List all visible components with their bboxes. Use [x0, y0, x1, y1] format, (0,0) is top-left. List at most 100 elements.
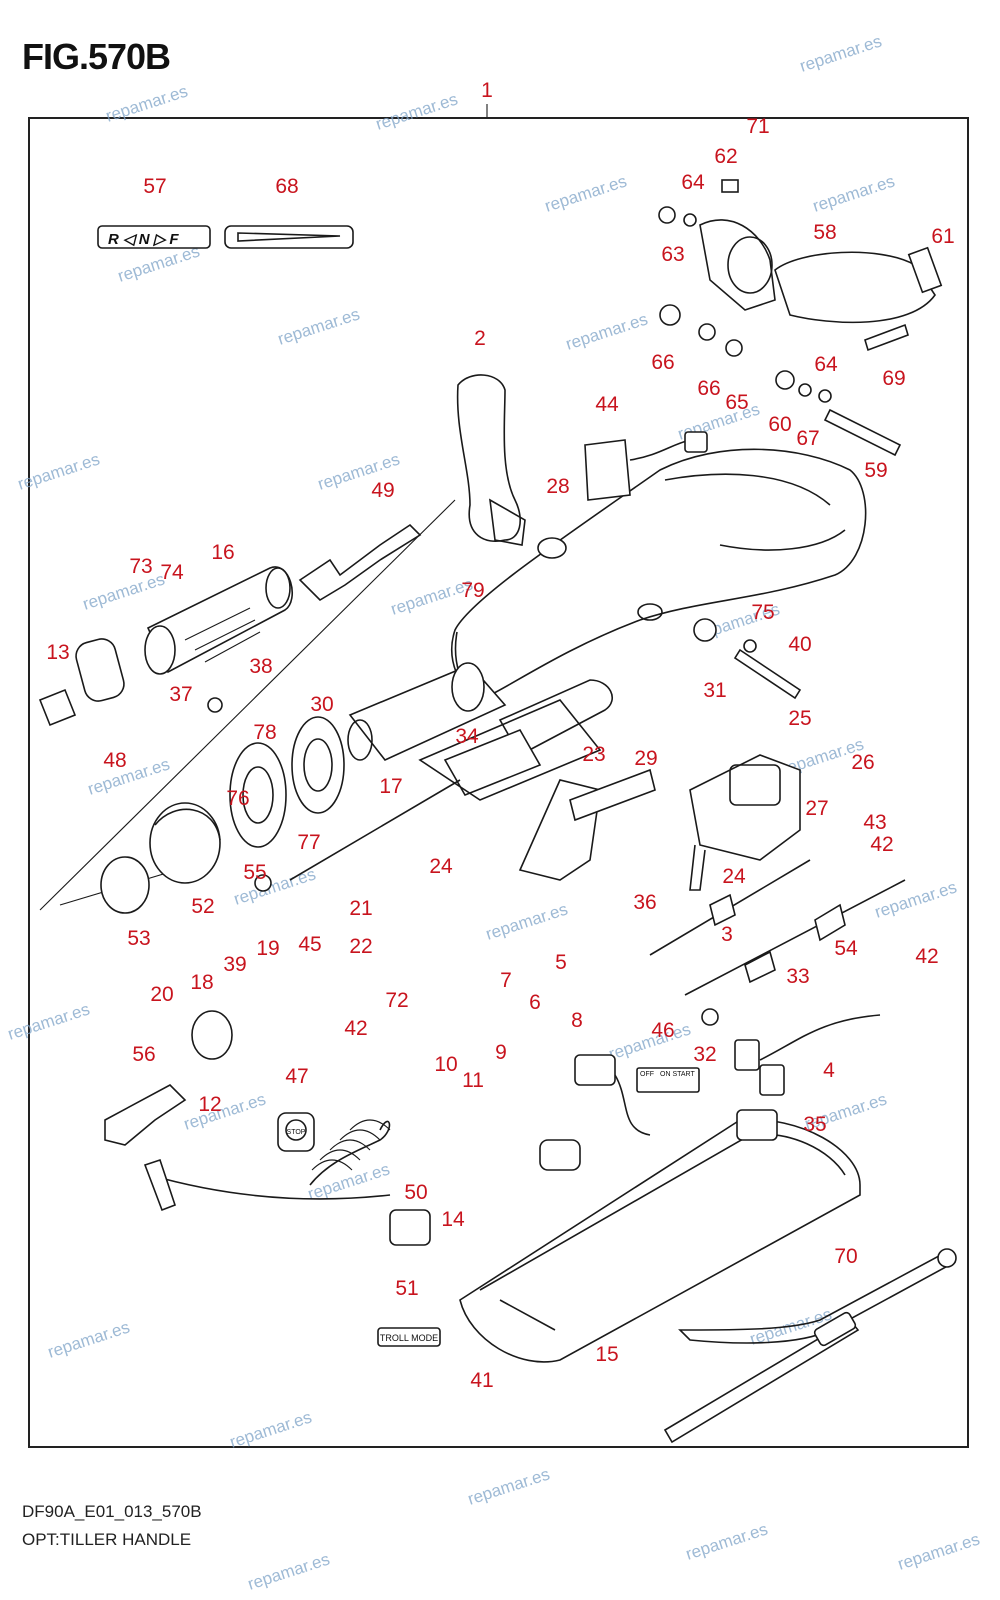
callout-23: 23: [582, 743, 605, 766]
callout-12: 12: [198, 1093, 221, 1116]
callout-15: 15: [595, 1343, 618, 1366]
callout-29: 29: [634, 747, 657, 770]
main-switch: [574, 1054, 651, 1136]
callout-64: 64: [814, 353, 838, 376]
decals-top: [97, 225, 354, 249]
stop-button-label: STOP: [287, 1129, 306, 1136]
drawing-caption: OPT:TILLER HANDLE: [22, 1530, 192, 1549]
callout-72: 72: [385, 989, 408, 1012]
watermark: repamar.es: [542, 171, 629, 215]
callout-35: 35: [803, 1113, 826, 1136]
callout-53: 53: [127, 927, 150, 950]
callout-67: 67: [796, 427, 819, 450]
callout-42: 42: [344, 1017, 367, 1040]
callout-2: 2: [474, 327, 486, 350]
callout-54: 54: [834, 937, 858, 960]
clip-49: [298, 523, 422, 602]
ignition-switch-12: [191, 1010, 233, 1060]
steering-friction-bar: [663, 1248, 957, 1444]
callout-37: 37: [169, 683, 192, 706]
callout-56: 56: [132, 1043, 155, 1066]
watermark: repamar.es: [872, 877, 959, 921]
watermark: repamar.es: [606, 1019, 693, 1063]
callout-52: 52: [191, 895, 214, 918]
callout-21: 21: [349, 897, 372, 920]
callout-19: 19: [256, 937, 279, 960]
watermark: repamar.es: [465, 1464, 552, 1508]
callout-41: 41: [470, 1369, 493, 1392]
callout-9: 9: [495, 1041, 507, 1064]
watermark: repamar.es: [797, 31, 884, 75]
watermark: repamar.es: [895, 1529, 982, 1573]
callout-55: 55: [243, 861, 266, 884]
control-cables: [649, 859, 906, 996]
stop-switch-9: [539, 1139, 581, 1171]
callout-49: 49: [371, 479, 394, 502]
watermark: repamar.es: [5, 999, 92, 1043]
watermark: repamar.es: [45, 1317, 132, 1361]
drawing-code: DF90A_E01_013_570B: [22, 1502, 202, 1521]
callout-47: 47: [285, 1065, 308, 1088]
callout-13: 13: [46, 641, 69, 664]
callout-74: 74: [160, 561, 184, 584]
callout-18: 18: [190, 971, 213, 994]
troll-mode-label: TROLL MODE: [380, 1333, 438, 1343]
callout-62: 62: [714, 145, 737, 168]
watermark: repamar.es: [181, 1089, 268, 1133]
stop-switch-44: [584, 431, 708, 501]
callout-8: 8: [571, 1009, 583, 1032]
callout-24: 24: [429, 855, 453, 878]
throttle-control-unit: [689, 754, 801, 891]
callout-66: 66: [651, 351, 674, 374]
watermark: repamar.es: [103, 81, 190, 125]
callout-59: 59: [864, 459, 887, 482]
switch-decal-on-start: ON START: [660, 1071, 695, 1078]
callout-4: 4: [823, 1059, 835, 1082]
friction-plates: [229, 716, 345, 848]
callout-38: 38: [249, 655, 272, 678]
throttle-shaft-assembly: [347, 662, 613, 801]
watermark: repamar.es: [563, 309, 650, 353]
callout-36: 36: [633, 891, 656, 914]
callout-75: 75: [751, 601, 774, 624]
callout-27: 27: [805, 797, 828, 820]
bracket-56: [104, 1084, 187, 1146]
callout-17: 17: [379, 775, 402, 798]
callout-16: 16: [211, 541, 234, 564]
callout-11: 11: [462, 1069, 484, 1092]
watermark: repamar.es: [275, 304, 362, 348]
callout-24: 24: [722, 865, 746, 888]
callout-50: 50: [404, 1181, 427, 1204]
callout-32: 32: [693, 1043, 716, 1066]
ring-28: [537, 537, 567, 559]
callout-46: 46: [651, 1019, 674, 1042]
callout-65: 65: [725, 391, 748, 414]
grip-end-caps: [100, 802, 221, 914]
watermark: repamar.es: [810, 171, 897, 215]
watermark: repamar.es: [683, 1519, 770, 1563]
callout-43: 43: [863, 811, 886, 834]
tiller-handle-body: [451, 448, 867, 703]
stop-lanyard: [143, 1119, 391, 1212]
callout-64: 64: [681, 171, 705, 194]
watermark: repamar.es: [373, 89, 460, 133]
callout-61: 61: [931, 225, 954, 248]
callout-25: 25: [788, 707, 811, 730]
callout-5: 5: [555, 951, 567, 974]
callout-69: 69: [882, 367, 905, 390]
callout-20: 20: [150, 983, 173, 1006]
washers: [207, 206, 832, 1026]
callout-51: 51: [395, 1277, 418, 1300]
callout-26: 26: [851, 751, 874, 774]
troll-mode-decal: TROLL MODE: [377, 1327, 441, 1347]
bolts: [721, 179, 909, 700]
callout-66: 66: [697, 377, 720, 400]
callout-57: 57: [143, 175, 166, 198]
callout-30: 30: [310, 693, 333, 716]
shift-lever: [456, 374, 526, 546]
watermark: repamar.es: [15, 449, 102, 493]
shift-decal: R ◁ N ▷ F: [108, 231, 179, 248]
pivot-bracket: [699, 219, 943, 324]
callout-71: 71: [746, 115, 769, 138]
